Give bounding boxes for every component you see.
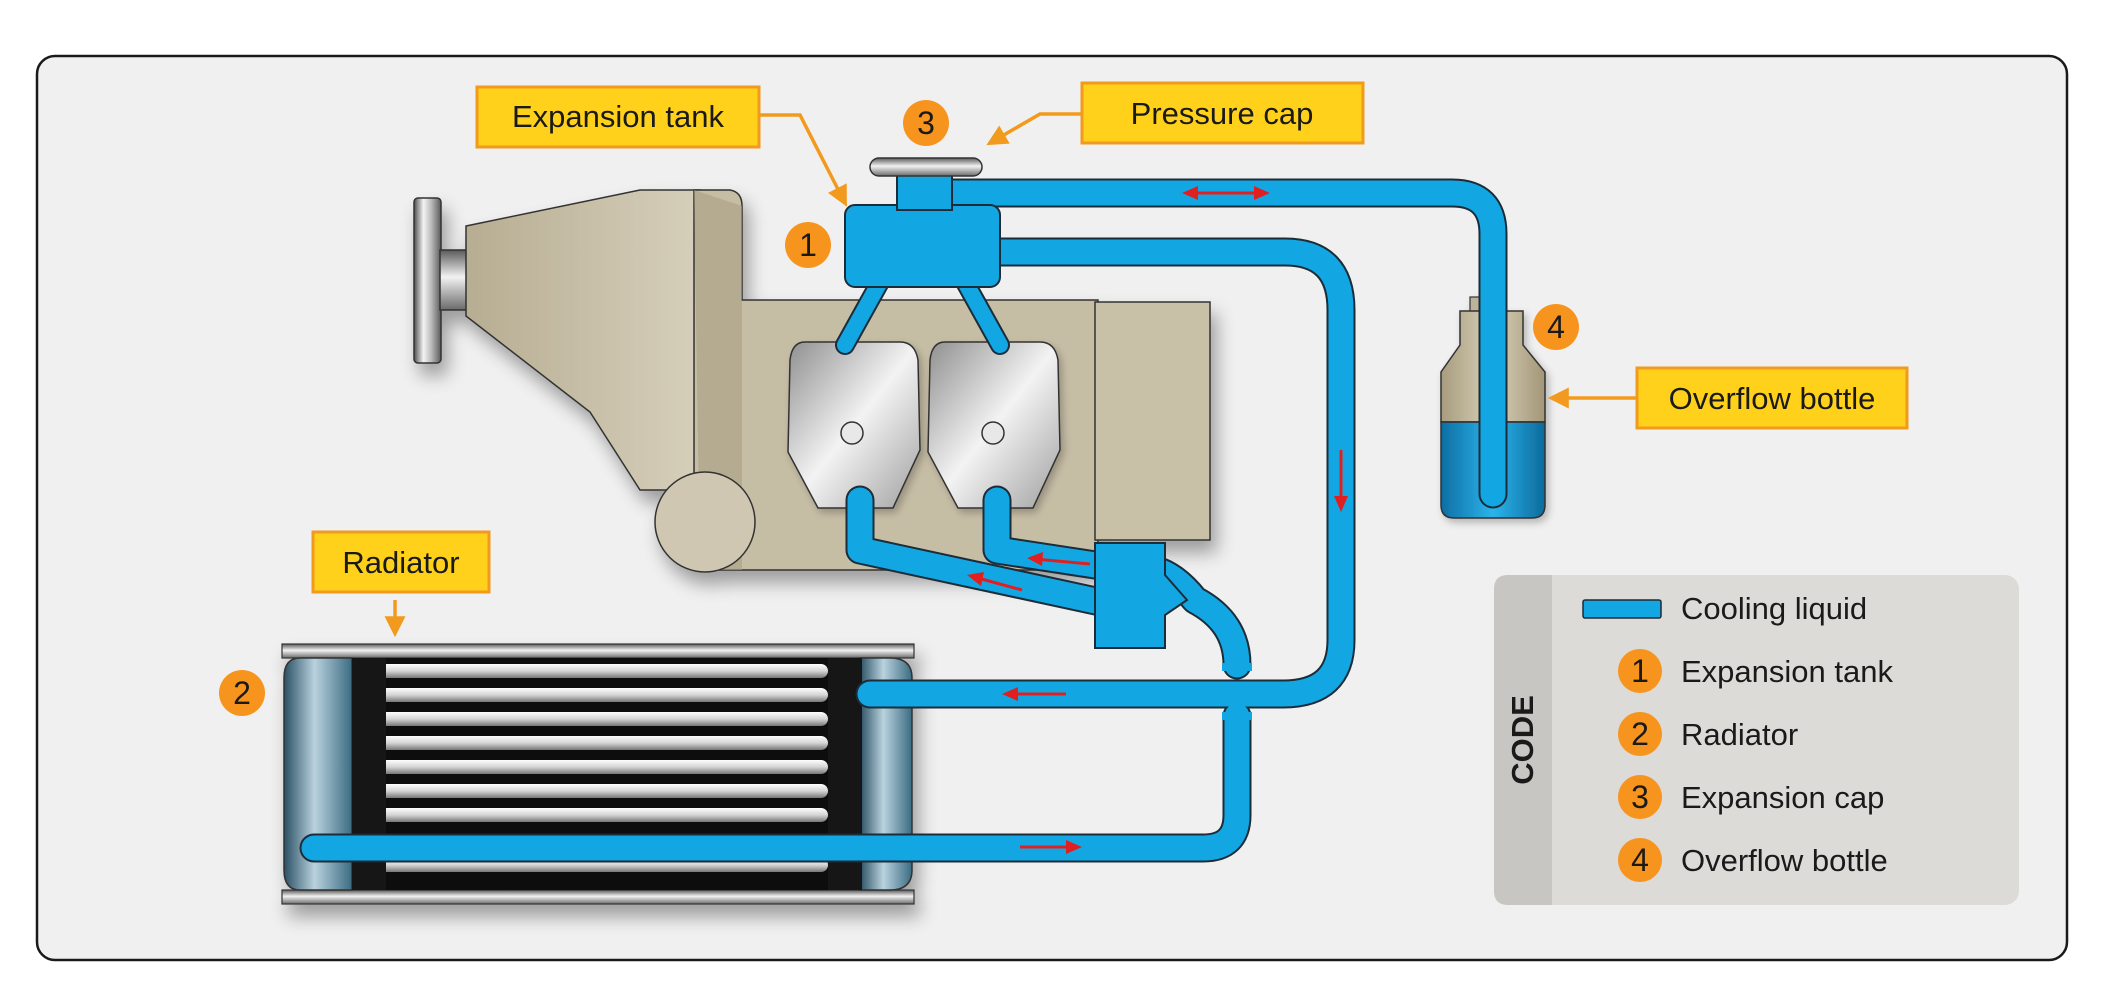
marker-expansion-tank: 1 (785, 222, 831, 268)
legend-label: Expansion cap (1681, 780, 1884, 815)
pressure-cap-part (869, 157, 983, 177)
marker-radiator: 2 (219, 670, 265, 716)
callout-radiator-label: Radiator (342, 545, 459, 580)
legend-marker: 1 (1631, 653, 1649, 689)
marker-pressure-cap: 3 (903, 100, 949, 146)
flow-arrow-manifold-upper (1027, 552, 1091, 566)
marker-overflow-bottle: 4 (1533, 304, 1579, 350)
legend-marker: 4 (1631, 842, 1649, 878)
cylinder-left (787, 341, 921, 509)
callout-pressure-cap: Pressure cap (1080, 81, 1365, 145)
flow-arrow-bidirectional (1182, 186, 1270, 200)
legend-label: Expansion tank (1681, 654, 1893, 689)
legend-marker: 3 (1631, 779, 1649, 815)
legend-item-cooling-liquid: Cooling liquid (1582, 591, 1867, 626)
legend-item-overflow-bottle: 4 Overflow bottle (1618, 838, 1888, 882)
legend-title: CODE (1505, 695, 1540, 785)
callout-radiator: Radiator (311, 530, 491, 594)
legend-item-expansion-cap: 3 Expansion cap (1618, 775, 1884, 819)
engine-boss (654, 471, 756, 573)
flow-arrow-down (1334, 450, 1348, 512)
radiator-core (281, 643, 915, 905)
callout-expansion-tank: Expansion tank (475, 85, 761, 149)
cylinder-right (927, 341, 1061, 509)
legend-label: Overflow bottle (1681, 843, 1888, 878)
propeller-flange (413, 197, 442, 364)
legend-swatch-coolant (1582, 599, 1662, 619)
marker-expansion-tank-number: 1 (799, 227, 817, 263)
callout-expansion-tank-label: Expansion tank (512, 99, 724, 134)
flow-arrow-to-engine (1020, 840, 1082, 854)
flow-arrows (967, 186, 1348, 854)
radiator-tank-right (859, 657, 913, 891)
flow-arrow-manifold-lower (967, 572, 1023, 592)
legend: CODE Cooling liquid 1 Expansion tank 2 R… (1494, 575, 2019, 905)
legend-item-expansion-tank: 1 Expansion tank (1618, 649, 1893, 693)
marker-overflow-bottle-number: 4 (1547, 309, 1565, 345)
flow-arrow-return (1002, 687, 1066, 701)
radiator-tank-left (283, 657, 353, 891)
callout-leaders (384, 112, 1636, 638)
legend-label: Radiator (1681, 717, 1798, 752)
callout-overflow-bottle: Overflow bottle (1635, 366, 1909, 430)
legend-marker: 2 (1631, 716, 1649, 752)
water-pump (1094, 542, 1189, 649)
legend-item-radiator: 2 Radiator (1618, 712, 1798, 756)
marker-radiator-number: 2 (233, 675, 251, 711)
callout-pressure-cap-label: Pressure cap (1131, 96, 1314, 131)
legend-label: Cooling liquid (1681, 591, 1867, 626)
marker-pressure-cap-number: 3 (917, 105, 935, 141)
callout-overflow-bottle-label: Overflow bottle (1669, 381, 1876, 416)
